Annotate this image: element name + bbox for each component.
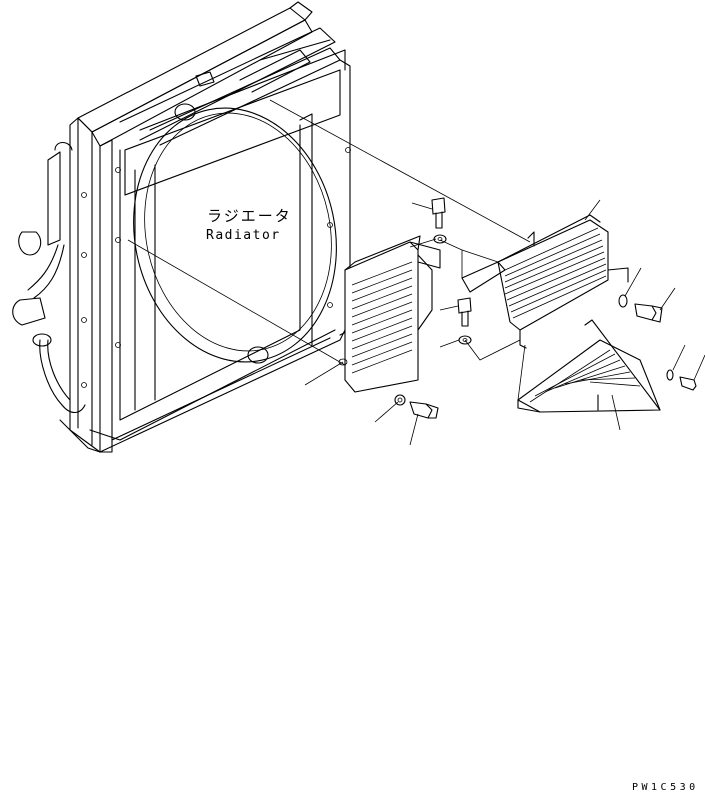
radiator-label-jp: ラジエータ bbox=[207, 207, 292, 225]
washer-right-upper bbox=[618, 294, 628, 308]
radiator-assembly bbox=[12, 1, 351, 453]
lower-right-guard bbox=[517, 319, 661, 413]
bolt-top-center bbox=[431, 197, 446, 229]
leader-lines bbox=[127, 99, 705, 446]
drawing-code: PW1C530 bbox=[632, 782, 699, 792]
center-guard bbox=[338, 235, 441, 393]
washer-mid-center bbox=[458, 335, 472, 345]
washer-right-lower bbox=[666, 369, 674, 381]
bolt-right-lower bbox=[679, 376, 697, 391]
upper-right-guard bbox=[461, 214, 629, 349]
bolt-mid-center bbox=[457, 297, 472, 327]
radiator-label-en: Radiator bbox=[206, 228, 281, 243]
bolt-right-upper bbox=[634, 303, 663, 323]
bolt-bottom-center bbox=[409, 401, 439, 419]
